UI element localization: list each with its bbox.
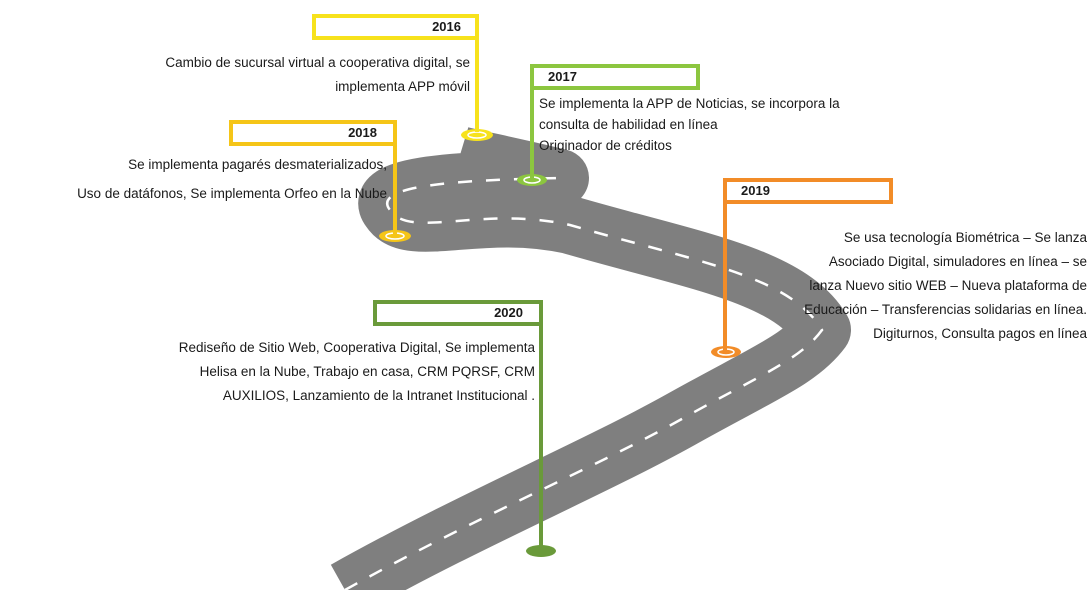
flag-2017: 2017 bbox=[530, 64, 700, 90]
desc-2019-line-3: lanza Nuevo sitio WEB – Nueva plataforma… bbox=[809, 278, 1087, 293]
desc-2017-line-2: consulta de habilidad en línea bbox=[539, 117, 718, 132]
year-2020: 2020 bbox=[494, 305, 523, 320]
flag-2019: 2019 bbox=[723, 178, 893, 204]
marker-2016 bbox=[461, 129, 493, 141]
desc-2016-line-1: Cambio de sucursal virtual a cooperativa… bbox=[165, 55, 470, 70]
desc-2019: Se usa tecnología Biométrica – Se lanza … bbox=[804, 226, 1087, 346]
desc-2020-line-1: Rediseño de Sitio Web, Cooperativa Digit… bbox=[178, 340, 535, 355]
desc-2019-line-1: Se usa tecnología Biométrica – Se lanza bbox=[843, 230, 1087, 245]
year-2018: 2018 bbox=[348, 125, 377, 140]
flag-2018: 2018 bbox=[229, 120, 397, 146]
marker-2020 bbox=[526, 545, 556, 557]
year-2017: 2017 bbox=[548, 69, 577, 84]
road-lane-dashes bbox=[344, 176, 824, 590]
desc-2016-line-2: implementa APP móvil bbox=[335, 79, 470, 94]
flag-2020: 2020 bbox=[373, 300, 543, 326]
desc-2017: Se implementa la APP de Noticias, se inc… bbox=[539, 93, 840, 156]
desc-2020: Rediseño de Sitio Web, Cooperativa Digit… bbox=[179, 336, 535, 408]
desc-2020-line-2: Helisa en la Nube, Trabajo en casa, CRM … bbox=[199, 364, 535, 379]
pole-2019 bbox=[723, 178, 727, 350]
desc-2018-line-1: Se implementa pagarés desmaterializados, bbox=[128, 157, 387, 172]
pole-2018 bbox=[393, 120, 397, 234]
desc-2019-line-4: Educación – Transferencias solidarias en… bbox=[804, 302, 1087, 317]
desc-2018-line-2: Uso de datáfonos, Se implementa Orfeo en… bbox=[77, 186, 387, 201]
pole-2017 bbox=[530, 64, 534, 178]
desc-2018: Se implementa pagarés desmaterializados,… bbox=[77, 150, 387, 208]
year-2019: 2019 bbox=[741, 183, 770, 198]
flag-2016: 2016 bbox=[312, 14, 479, 40]
desc-2017-line-1: Se implementa la APP de Noticias, se inc… bbox=[539, 96, 840, 111]
desc-2017-line-3: Originador de créditos bbox=[539, 138, 672, 153]
desc-2019-line-2: Asociado Digital, simuladores en línea –… bbox=[828, 254, 1087, 269]
desc-2016: Cambio de sucursal virtual a cooperativa… bbox=[165, 51, 470, 99]
desc-2020-line-3: AUXILIOS, Lanzamiento de la Intranet Ins… bbox=[222, 388, 535, 403]
year-2016: 2016 bbox=[432, 19, 461, 34]
desc-2019-line-5: Digiturnos, Consulta pagos en línea bbox=[873, 326, 1087, 341]
pole-2016 bbox=[475, 14, 479, 132]
pole-2020 bbox=[539, 300, 543, 550]
